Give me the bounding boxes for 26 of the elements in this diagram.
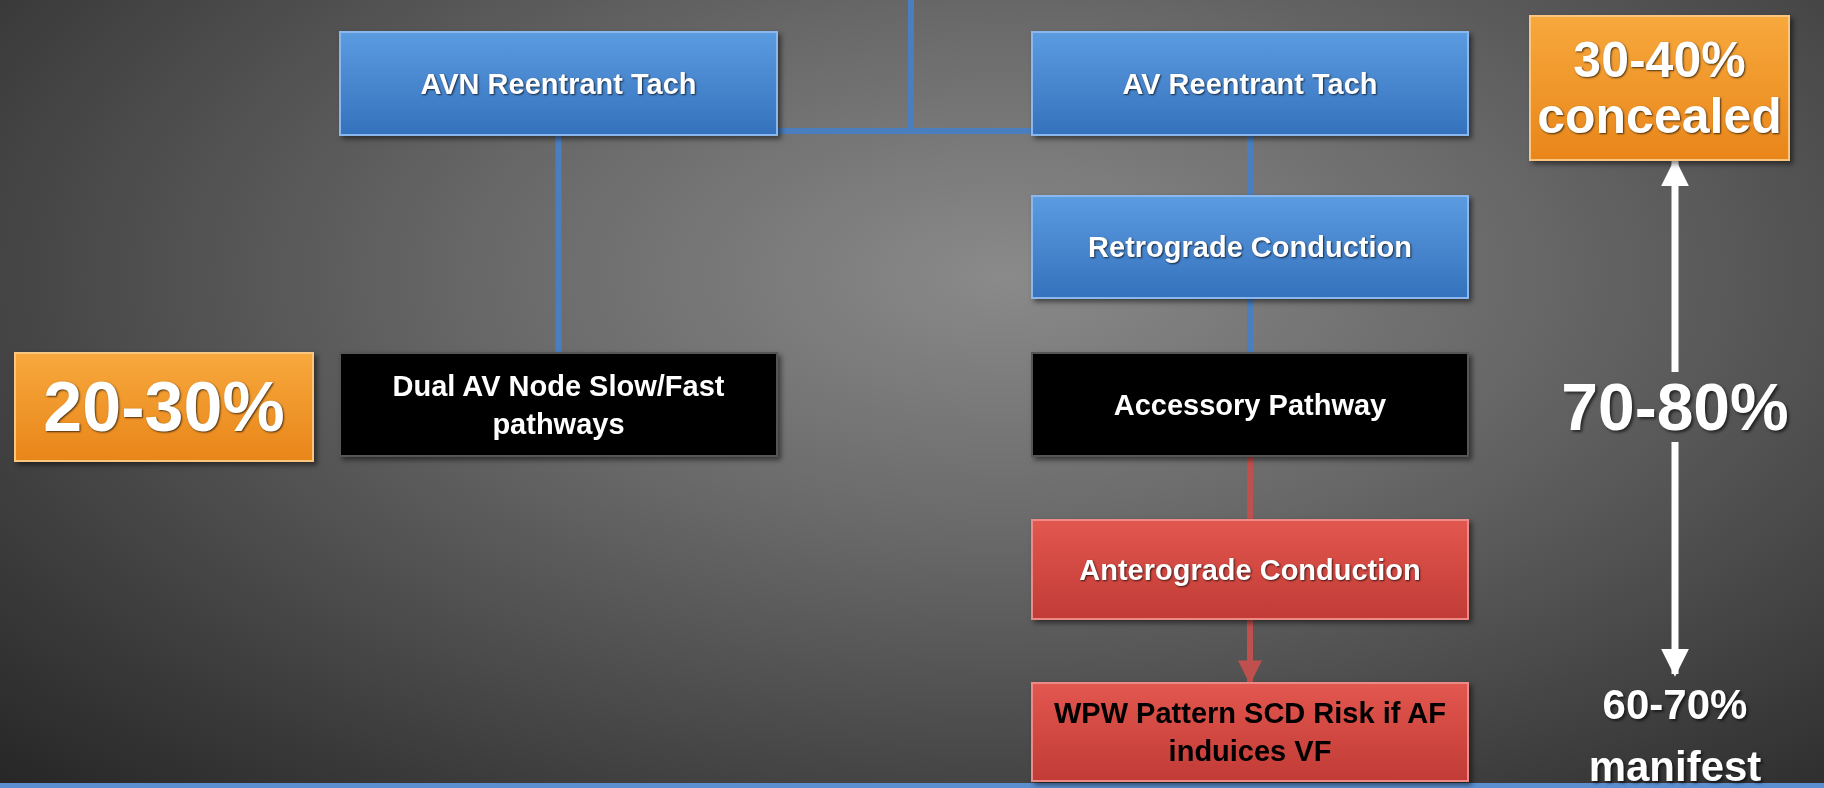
- box-label: AVN Reentrant Tach: [420, 66, 697, 102]
- process-box: [339, 352, 778, 457]
- process-box: [1031, 352, 1469, 457]
- connector-line: [1247, 457, 1253, 519]
- percentage-text: 70-80%: [1555, 372, 1795, 442]
- box-label: Dual AV Node Slow/Fast pathways: [391, 368, 726, 442]
- arrow: [1238, 620, 1262, 685]
- connector-line: [1247, 299, 1253, 352]
- percentage-text: 60-70% manifest: [1555, 674, 1795, 788]
- box-label: AV Reentrant Tach: [1122, 66, 1378, 102]
- box-label: Retrograde Conduction: [1088, 230, 1412, 265]
- process-box: [1031, 195, 1469, 299]
- process-box: [339, 31, 778, 136]
- process-box: [1031, 682, 1469, 782]
- box-label: Anterograde Conduction: [1079, 552, 1421, 588]
- connector-line: [555, 136, 562, 352]
- percentage-box: [14, 352, 314, 462]
- box-label: 20-30%: [43, 369, 285, 445]
- box-label: Accessory Pathway: [1113, 387, 1387, 423]
- connector-line: [1247, 136, 1253, 195]
- process-box: [1031, 519, 1469, 620]
- box-label: WPW Pattern SCD Risk if AF induices VF: [1052, 696, 1448, 769]
- percentage-box: [1529, 15, 1790, 161]
- connector-line: [908, 0, 1031, 134]
- process-box: [1031, 31, 1469, 136]
- box-label: 30-40% concealed: [1536, 32, 1783, 144]
